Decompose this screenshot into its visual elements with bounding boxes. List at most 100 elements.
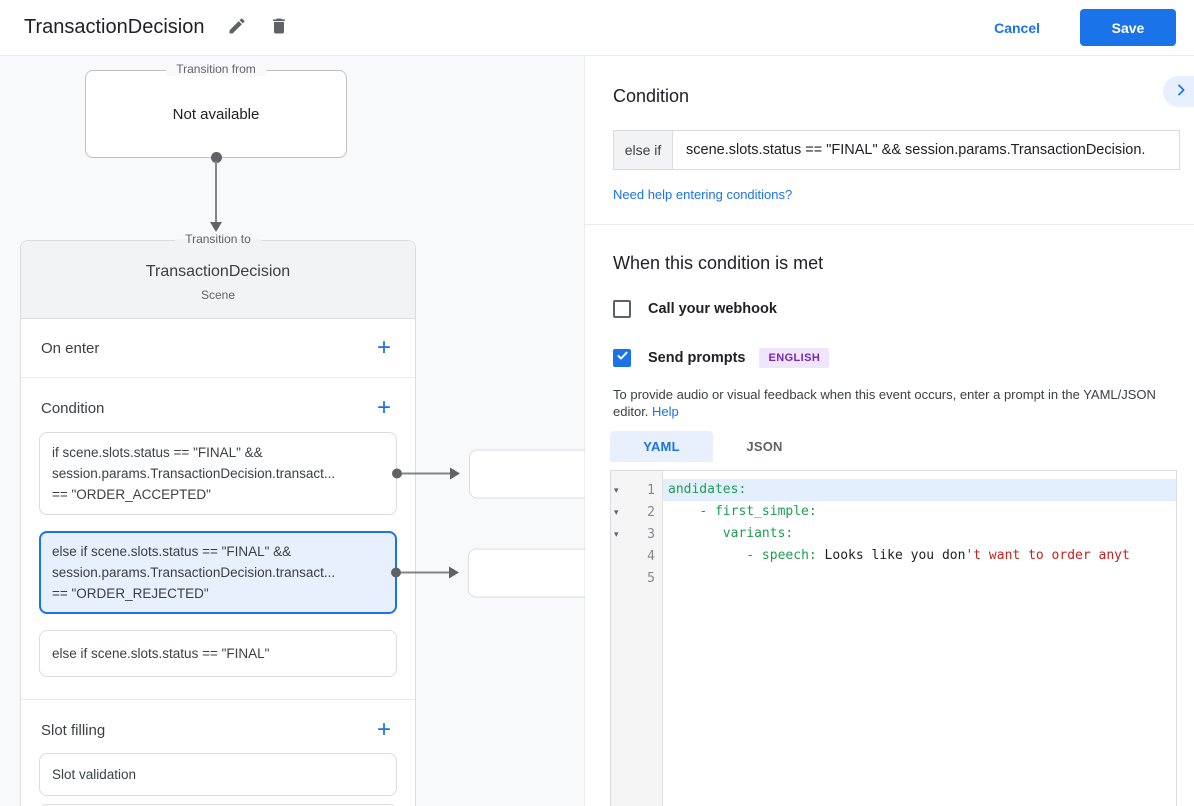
condition-text-line: == "ORDER_REJECTED" [52,586,209,601]
call-webhook-label: Call your webhook [648,301,777,317]
condition-text-line: == "ORDER_ACCEPTED" [52,487,211,502]
flow-canvas: Transition from Not available Transition… [0,56,1194,806]
panel-divider [585,224,1194,225]
condition-help-link[interactable]: Need help entering conditions? [613,187,793,202]
fold-arrow-icon[interactable]: ▾ [614,506,619,517]
scene-card: Transition to TransactionDecision Scene … [20,232,601,806]
connector-line [402,472,452,475]
scene-card-header: Transition to TransactionDecision Scene [21,232,415,319]
add-icon: + [376,334,391,361]
help-link[interactable]: Help [652,404,679,419]
webhook-row: Call your webhook [613,300,1180,318]
collapse-panel-button[interactable] [1163,76,1194,107]
check-icon [616,349,629,367]
gutter-row: 4 [611,545,662,567]
code-segment-key: - first_simple: [699,504,817,519]
send-prompts-label: Send prompts [648,350,746,366]
condition-text-line: session.params.TransactionDecision.trans… [52,565,336,580]
condition-text-line: else if scene.slots.status == "FINAL" [52,646,270,661]
fold-arrow-icon[interactable]: ▾ [614,528,619,539]
delete-scene-button[interactable] [266,15,292,41]
transition-connector [391,548,600,597]
code-line[interactable]: variants: [663,523,1176,545]
send-prompts-checkbox[interactable] [613,349,631,367]
condition-prefix-label: else if [613,130,673,170]
code-segment-plain [668,504,699,519]
condition-detail-panel: Condition else if Need help entering con… [585,56,1194,806]
prompts-description-text: To provide audio or visual feedback when… [613,387,1156,419]
line-number: 4 [647,548,655,564]
condition-card-3[interactable]: else if scene.slots.status == "FINAL" [39,630,397,677]
connector-line [215,161,217,223]
fold-arrow-icon[interactable]: ▾ [614,484,619,495]
line-number: 3 [647,526,655,542]
code-segment-key: andidates: [668,482,747,497]
transition-from-box: Transition from Not available [85,62,347,158]
condition-text-line: if scene.slots.status == "FINAL" && [52,445,263,460]
transition-to-legend: Transition to [175,232,261,246]
scene-subtitle: Scene [200,288,236,302]
slot-validation-card[interactable]: Slot validation [39,753,397,796]
arrow-down-icon [210,222,222,232]
code-line[interactable] [663,567,1176,589]
transition-target-box[interactable] [469,449,601,498]
connector-dot [392,468,402,479]
scene-title: TransactionDecision [145,263,291,280]
connector-line [401,571,451,574]
add-on-enter-button[interactable]: + [377,336,391,360]
code-segment-plain [668,548,746,563]
condition-label: Condition [41,399,105,417]
call-webhook-checkbox[interactable] [613,300,631,318]
line-number: 5 [647,570,655,586]
editor-tabs: YAML JSON [610,431,816,462]
line-number: 1 [647,482,655,498]
condition-card-2[interactable]: else if scene.slots.status == "FINAL" &&… [39,531,600,614]
condition-expression-row: else if [613,130,1180,170]
code-line[interactable]: - speech: Looks like you don't want to o… [663,545,1176,567]
add-condition-button[interactable]: + [377,396,391,420]
transition-from-legend: Transition from [166,62,266,76]
on-enter-label: On enter [41,339,100,357]
edit-title-button[interactable] [224,15,250,41]
cancel-button[interactable]: Cancel [988,19,1046,37]
send-prompts-row: Send prompts ENGLISH [613,348,1180,368]
code-segment-plain [668,526,723,541]
section-condition: Condition + if scene.slots.status == "FI… [21,378,601,700]
tab-json[interactable]: JSON [746,439,783,454]
add-icon: + [376,716,391,743]
tab-yaml[interactable]: YAML [610,431,713,462]
gutter-row: ▾3 [611,523,662,545]
arrow-right-icon [450,467,460,480]
code-segment-plain: Looks like you don [816,548,966,563]
section-slot-filling: Slot filling + Slot validation [21,700,415,806]
transition-from-content: Not available [172,105,260,123]
add-slot-button[interactable]: + [377,718,391,742]
gutter-row: ▾1 [611,479,662,501]
save-button[interactable]: Save [1080,9,1176,46]
transition-target-box[interactable] [468,548,600,597]
panel-heading: Condition [613,86,690,106]
connector-dot [391,567,401,578]
editor-code[interactable]: andidates: - first_simple: variants: - s… [663,471,1176,806]
when-condition-heading: When this condition is met [613,253,824,273]
code-line[interactable]: - first_simple: [663,501,1176,523]
pencil-icon [227,16,247,39]
condition-expression-input[interactable] [672,130,1180,170]
arrow-right-icon [449,566,459,579]
connector-dot [211,152,222,163]
condition-card-1[interactable]: if scene.slots.status == "FINAL" && sess… [39,432,601,515]
code-segment-str: 't want to order anyt [965,548,1130,563]
chevron-right-icon [1173,82,1189,101]
condition-text-line: else if scene.slots.status == "FINAL" && [52,544,292,559]
code-line[interactable]: andidates: [663,479,1176,501]
transition-connector [392,449,601,498]
prompts-description: To provide audio or visual feedback when… [613,386,1170,420]
code-segment-key: - speech: [746,548,817,563]
condition-text-line: session.params.TransactionDecision.trans… [52,466,336,481]
add-icon: + [376,394,391,421]
page-title: TransactionDecision [24,16,205,38]
section-on-enter: On enter + [21,319,415,378]
